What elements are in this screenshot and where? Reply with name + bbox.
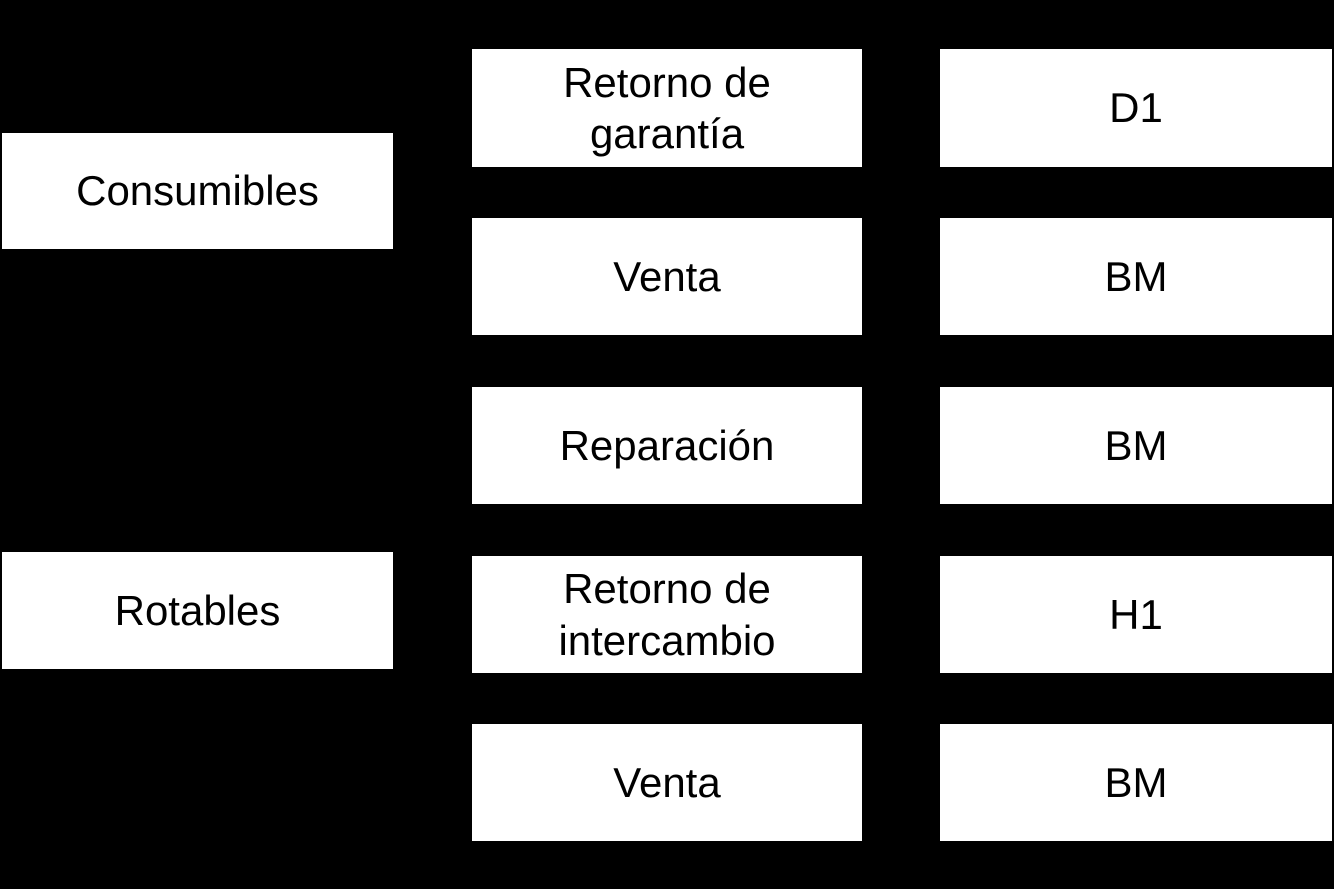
- category-box-rotables: Rotables: [2, 552, 393, 669]
- category-box-consumibles: Consumibles: [2, 133, 393, 249]
- process-box-retorno-de-garantia: Retorno de garantía: [472, 49, 862, 167]
- process-box-venta-rotables: Venta: [472, 724, 862, 841]
- code-box-bm-reparacion: BM: [940, 387, 1332, 504]
- process-box-venta-consumibles: Venta: [472, 218, 862, 335]
- code-box-h1: H1: [940, 556, 1332, 673]
- code-box-bm-venta-rotables: BM: [940, 724, 1332, 841]
- code-box-bm-venta-consumibles: BM: [940, 218, 1332, 335]
- process-box-reparacion: Reparación: [472, 387, 862, 504]
- code-box-d1: D1: [940, 49, 1332, 167]
- process-box-retorno-de-intercambio: Retorno de intercambio: [472, 556, 862, 673]
